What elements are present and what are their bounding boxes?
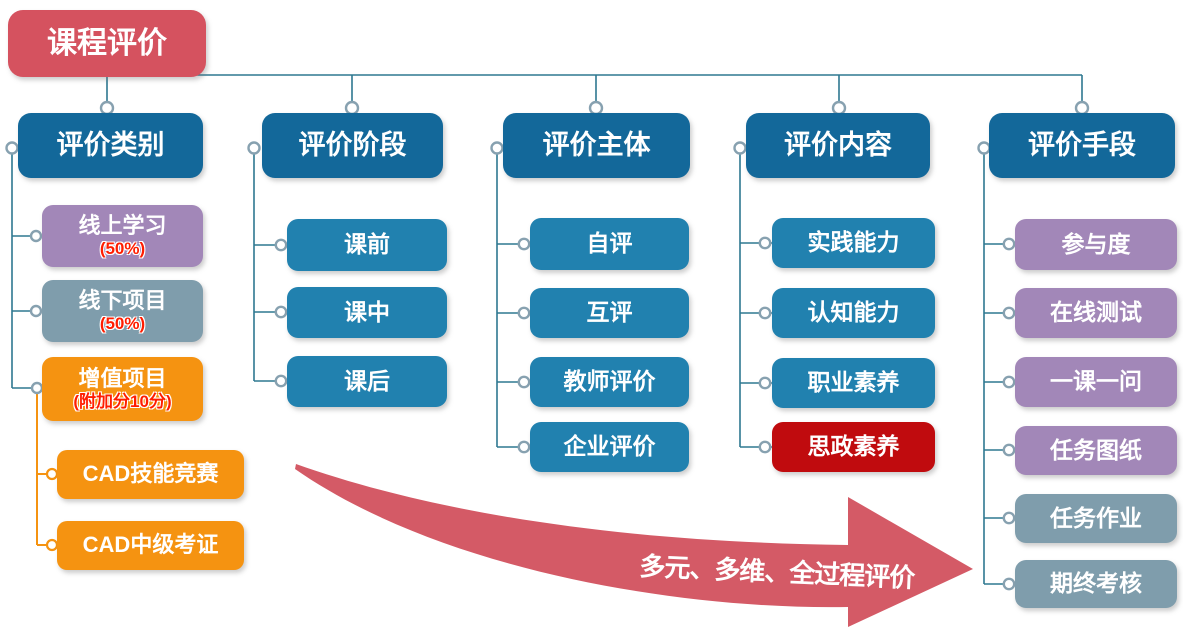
item-teacher-evaluation: 教师评价 (530, 357, 689, 407)
header-label: 评价内容 (784, 130, 892, 161)
header-label: 评价阶段 (298, 130, 407, 161)
item-cad-intermediate-certification: CAD中级考证 (57, 521, 244, 570)
item-sub-label: (附加分10分) (73, 391, 172, 411)
item-in-class: 课中 (287, 287, 447, 338)
item-enterprise-evaluation: 企业评价 (530, 422, 689, 472)
header-label: 评价手段 (1028, 130, 1136, 161)
item-label: 课中 (344, 298, 390, 325)
header-label: 评价类别 (56, 130, 165, 161)
item-label: 教师评价 (563, 368, 656, 395)
item-label: 参与度 (1061, 230, 1131, 257)
item-peer-evaluation: 互评 (530, 288, 689, 338)
item-cognitive-ability: 认知能力 (772, 288, 935, 338)
header-evaluation-content: 评价内容 (746, 113, 930, 178)
item-label: 认知能力 (807, 299, 900, 326)
item-final-assessment: 期终考核 (1015, 560, 1177, 608)
item-label: 一课一问 (1050, 368, 1142, 395)
item-offline-project: 线下项目 (50%) (42, 280, 203, 342)
item-pre-class: 课前 (287, 219, 447, 271)
item-ideological-political-quality: 思政素养 (772, 422, 935, 472)
header-evaluation-stage: 评价阶段 (262, 113, 443, 178)
item-online-learning: 线上学习 (50%) (42, 205, 203, 267)
item-label: 线下项目 (78, 288, 167, 314)
item-label: 职业素养 (807, 369, 900, 396)
item-label: 自评 (586, 230, 633, 257)
item-self-evaluation: 自评 (530, 218, 689, 270)
root-course-evaluation: 课程评价 (8, 10, 206, 77)
item-label: 在线测试 (1050, 299, 1142, 326)
item-practical-ability: 实践能力 (772, 218, 935, 268)
item-label: CAD中级考证 (82, 532, 219, 558)
item-value-added-project: 增值项目 (附加分10分) (42, 357, 203, 421)
connector-lines (11, 70, 1083, 585)
connector-node-dots (5, 100, 1090, 591)
item-after-class: 课后 (287, 356, 447, 407)
header-label: 评价主体 (542, 130, 651, 161)
item-label: 任务作业 (1050, 504, 1142, 531)
item-label: 实践能力 (807, 229, 900, 256)
item-task-homework: 任务作业 (1015, 494, 1177, 543)
item-label: CAD技能竞赛 (82, 461, 219, 487)
item-professional-quality: 职业素养 (772, 358, 935, 408)
item-one-lesson-one-question: 一课一问 (1015, 357, 1177, 407)
item-label: 课前 (344, 231, 390, 258)
item-task-drawing: 任务图纸 (1015, 426, 1177, 475)
item-cad-skill-competition: CAD技能竞赛 (57, 450, 244, 499)
process-arrow (295, 464, 973, 627)
item-label: 思政素养 (807, 433, 900, 460)
item-label: 增值项目 (78, 366, 167, 392)
header-evaluation-method: 评价手段 (989, 113, 1175, 178)
item-label: 期终考核 (1050, 570, 1142, 597)
item-sub-label: (50%) (99, 238, 146, 258)
item-label: 互评 (586, 299, 633, 326)
item-online-test: 在线测试 (1015, 288, 1177, 338)
item-participation: 参与度 (1015, 219, 1177, 270)
header-evaluation-category: 评价类别 (18, 113, 203, 178)
root-label: 课程评价 (47, 26, 167, 60)
item-label: 课后 (344, 367, 390, 394)
header-evaluation-subject: 评价主体 (503, 113, 690, 178)
item-label: 线上学习 (78, 213, 167, 239)
item-label: 任务图纸 (1050, 436, 1142, 463)
item-label: 企业评价 (563, 433, 656, 460)
item-sub-label: (50%) (99, 313, 146, 333)
